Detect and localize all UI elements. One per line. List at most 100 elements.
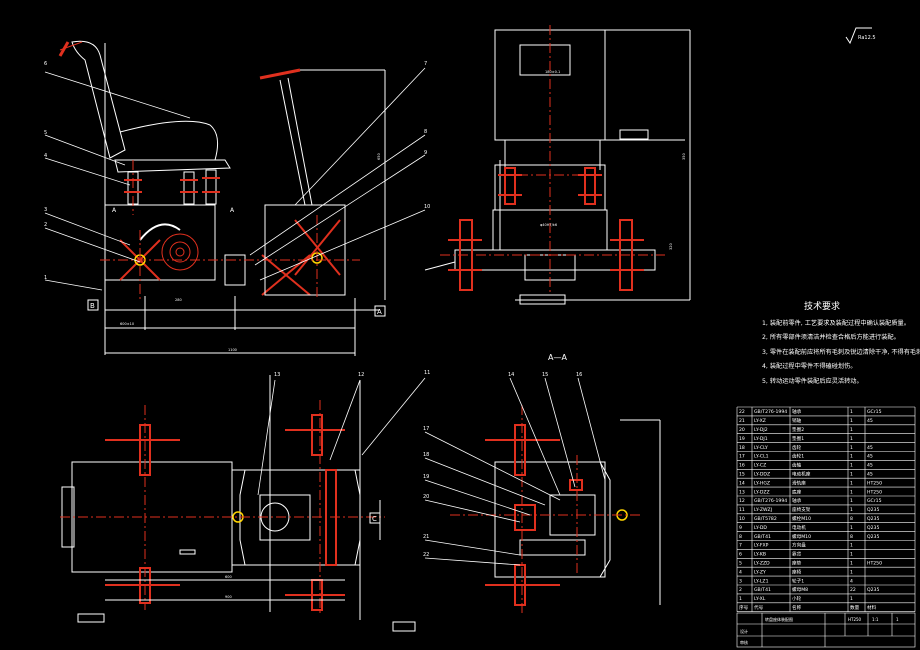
bom-cell-qty: 1: [850, 418, 853, 424]
bom-cell-mat: 45: [867, 454, 873, 460]
bom-cell-qty: 1: [850, 454, 853, 460]
bom-cell-name: 轴承: [792, 408, 802, 415]
bom-cell-qty: 1: [850, 472, 853, 478]
bom-cell-name: 螺栓M10: [792, 515, 811, 522]
top-view: C 600 900: [60, 375, 426, 632]
svg-text:1100: 1100: [228, 348, 237, 352]
bom-cell-qty: 1: [850, 489, 853, 495]
bom-cell-name: 销轴: [792, 417, 802, 424]
bom-cell-qty: 1: [850, 436, 853, 442]
roughness-symbol: Ra12.5: [845, 27, 876, 45]
bom-cell-qty: 1: [850, 507, 853, 513]
bom-cell-name: 螺母M8: [792, 586, 808, 593]
bom-cell-mat: HT250: [867, 561, 882, 567]
title-block-material: HT250: [848, 617, 862, 622]
bom-cell-qty: 4: [850, 578, 853, 584]
bom-cell-mat: HT250: [867, 489, 882, 495]
bom-header-name: 名称: [792, 604, 802, 611]
bom-cell-code: LY-DD: [754, 525, 767, 531]
callout-15: 15: [542, 372, 548, 378]
svg-text:900: 900: [225, 595, 232, 599]
callout-11: 11: [424, 370, 430, 376]
bom-cell-mat: Q235: [867, 516, 879, 522]
section-title: A—A: [548, 353, 567, 362]
callout-12: 12: [358, 372, 364, 378]
requirements-title: 技术要求: [803, 302, 840, 312]
front-callouts: 6 5 4 3 2 1 7 8 9 10: [44, 61, 430, 281]
bom-cell-name: 小轮: [792, 595, 802, 602]
bom-cell-mat: 45: [867, 418, 873, 424]
bom-cell-code: GB/T41: [754, 587, 771, 593]
bom-cell-no: 21: [739, 418, 745, 424]
bom-cell-qty: 1: [850, 463, 853, 469]
bom-cell-code: GB/T276-1994: [754, 409, 787, 415]
callout-7: 7: [424, 61, 427, 67]
bom-header-code: 代号: [754, 604, 764, 611]
bom-cell-qty: 1: [850, 525, 853, 531]
bom-cell-qty: 1: [850, 498, 853, 504]
bom-cell-name: 螺母M10: [792, 533, 811, 540]
bom-cell-qty: 8: [850, 516, 853, 522]
bom-cell-no: 18: [739, 445, 745, 451]
bom-cell-name: 电动机座: [792, 471, 811, 478]
bom-cell-no: 6: [739, 552, 742, 558]
callout-20: 20: [423, 494, 429, 500]
bom-cell-code: LY-XZ: [754, 418, 766, 424]
bom-cell-no: 9: [739, 525, 742, 531]
svg-text:320: 320: [669, 243, 673, 250]
bom-cell-qty: 1: [850, 543, 853, 549]
bom-cell-no: 16: [739, 463, 745, 469]
bom-cell-qty: 1: [850, 445, 853, 451]
bom-cell-qty: 22: [850, 587, 856, 593]
bom-cell-name: 座椅支架: [792, 506, 811, 513]
bom-header-qty: 数量: [850, 604, 860, 611]
requirement-item: 1, 装配前零件, 工艺要求及装配过程中确认装配质量。: [762, 319, 910, 327]
bom-cell-code: GB/T276-1994: [754, 498, 787, 504]
bom-cell-qty: 1: [850, 552, 853, 558]
bom-cell-no: 3: [739, 578, 742, 584]
bom-cell-no: 1: [739, 596, 742, 602]
bom-cell-name: 垫圈2: [792, 426, 804, 433]
callout-18: 18: [423, 452, 429, 458]
svg-text:650: 650: [377, 153, 381, 160]
svg-text:600±10: 600±10: [120, 322, 134, 326]
bom-cell-mat: Q235: [867, 525, 879, 531]
bom-cell-code: LY-DDZ: [754, 472, 770, 478]
requirement-item: 2, 所有零部件须清洁并检查合格后方能进行装配。: [762, 334, 900, 341]
bom-cell-name: 轴承: [792, 497, 802, 504]
section-a-a: A—A: [424, 353, 661, 615]
bom-cell-mat: Q235: [867, 587, 879, 593]
callout-13: 13: [274, 372, 280, 378]
front-view: 280 600±10 1100 650 A A B A: [44, 40, 426, 356]
bom-cell-no: 15: [739, 472, 745, 478]
bom-cell-no: 4: [739, 569, 742, 575]
bom-cell-qty: 1: [850, 596, 853, 602]
section-mark-a-left: A: [112, 207, 117, 214]
bom-cell-mat: Q235: [867, 534, 879, 540]
bom-cell-code: LY-CLY: [754, 445, 768, 451]
bom-cell-code: LY-XL: [754, 596, 766, 602]
bom-cell-name: 滑轨座: [792, 479, 806, 486]
section-callouts: 14 15 16 17 18 19 20 21 22: [423, 372, 582, 558]
title-block-designer: 设计: [740, 628, 748, 634]
callout-9: 9: [424, 150, 427, 156]
bom-cell-name: 方向盘: [792, 542, 806, 549]
bom-cell-code: LY-LZ1: [754, 578, 769, 584]
bom-cell-qty: 1: [850, 561, 853, 567]
bom-cell-mat: Q235: [867, 507, 879, 513]
bom-cell-qty: 1: [850, 427, 853, 433]
svg-text:350: 350: [682, 153, 686, 160]
bom-cell-name: 座垫: [792, 560, 802, 567]
roughness-label: Ra12.5: [858, 35, 876, 41]
callout-16: 16: [576, 372, 582, 378]
bom-cell-code: LY-DJ1: [754, 436, 768, 442]
bom-cell-name: 底座: [792, 488, 802, 495]
bom-cell-qty: 1: [850, 409, 853, 415]
svg-text:280: 280: [175, 298, 182, 302]
bom-cell-no: 8: [739, 534, 742, 540]
bom-cell-name: 齿轮1: [792, 453, 804, 460]
callout-1: 1: [44, 275, 47, 281]
svg-text:φ40H7/k6: φ40H7/k6: [540, 223, 557, 227]
bom-cell-qty: 1: [850, 569, 853, 575]
